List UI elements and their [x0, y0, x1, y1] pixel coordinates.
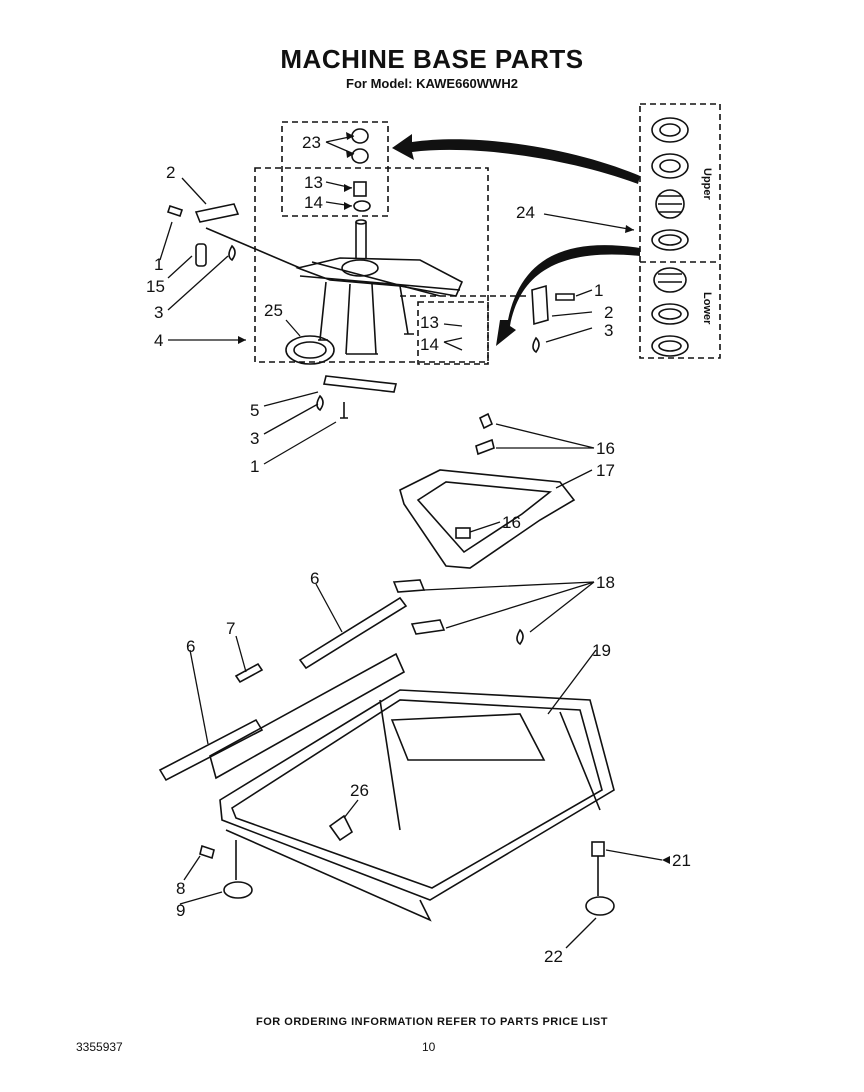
model-subtitle: For Model: KAWE660WWH2	[346, 76, 518, 91]
callout-13-lower: 13	[420, 313, 439, 332]
callout-22: 22	[544, 947, 563, 966]
callout-1-strap: 1	[250, 457, 259, 476]
callout-21: 21	[672, 851, 691, 870]
callout-2-right: 2	[604, 303, 613, 322]
callout-numbers: 23 13 14 2 1 15 3 4 25 24 1 2 3 13 14 5 …	[146, 133, 691, 966]
callout-8: 8	[176, 879, 185, 898]
callout-15: 15	[146, 277, 165, 296]
clip-parts-18	[392, 579, 524, 646]
callout-5: 5	[250, 401, 259, 420]
callout-24: 24	[516, 203, 535, 222]
callout-1-right: 1	[594, 281, 603, 300]
right-bracket-parts	[531, 284, 575, 354]
callout-7: 7	[226, 619, 235, 638]
ring-part-25	[285, 335, 335, 365]
callout-3-right: 3	[604, 321, 613, 340]
callout-4: 4	[154, 331, 163, 350]
base-frame-part-19	[219, 689, 615, 922]
kit-label-upper: Upper	[701, 168, 713, 201]
leader-lines	[159, 135, 663, 949]
gearcase-assembly	[295, 128, 464, 355]
lower-strap-parts	[316, 375, 397, 419]
callout-6-upper: 6	[310, 569, 319, 588]
callout-17: 17	[596, 461, 615, 480]
callout-14-lower: 14	[420, 335, 439, 354]
kit-label-lower: Lower	[701, 292, 713, 325]
callout-1-left: 1	[154, 255, 163, 274]
top-frame-part-17	[399, 412, 576, 569]
callout-13-upper: 13	[304, 173, 323, 192]
bearing-kit-parts	[651, 117, 689, 357]
ordering-info-note: FOR ORDERING INFORMATION REFER TO PARTS …	[256, 1016, 608, 1028]
callout-6-lower: 6	[186, 637, 195, 656]
side-rails	[158, 596, 408, 782]
page-title: MACHINE BASE PARTS	[280, 44, 584, 74]
callout-25: 25	[264, 301, 283, 320]
page-number: 10	[422, 1040, 436, 1054]
callout-23: 23	[302, 133, 321, 152]
callout-19: 19	[592, 641, 611, 660]
clip-part-26	[328, 814, 354, 842]
dashed-group-boxes	[254, 103, 721, 365]
callout-18: 18	[596, 573, 615, 592]
left-bracket-parts	[166, 203, 301, 269]
leveling-feet	[199, 840, 615, 916]
callout-26: 26	[350, 781, 369, 800]
callout-14-upper: 14	[304, 193, 323, 212]
callout-16-mid: 16	[502, 513, 521, 532]
kit-arrows	[392, 134, 640, 346]
document-number: 3355937	[76, 1040, 123, 1054]
callout-16-top: 16	[596, 439, 615, 458]
callout-3-strap: 3	[250, 429, 259, 448]
callout-3-left: 3	[154, 303, 163, 322]
leader-arrowheads	[238, 132, 670, 864]
callout-2-left: 2	[166, 163, 175, 182]
callout-9: 9	[176, 901, 185, 920]
